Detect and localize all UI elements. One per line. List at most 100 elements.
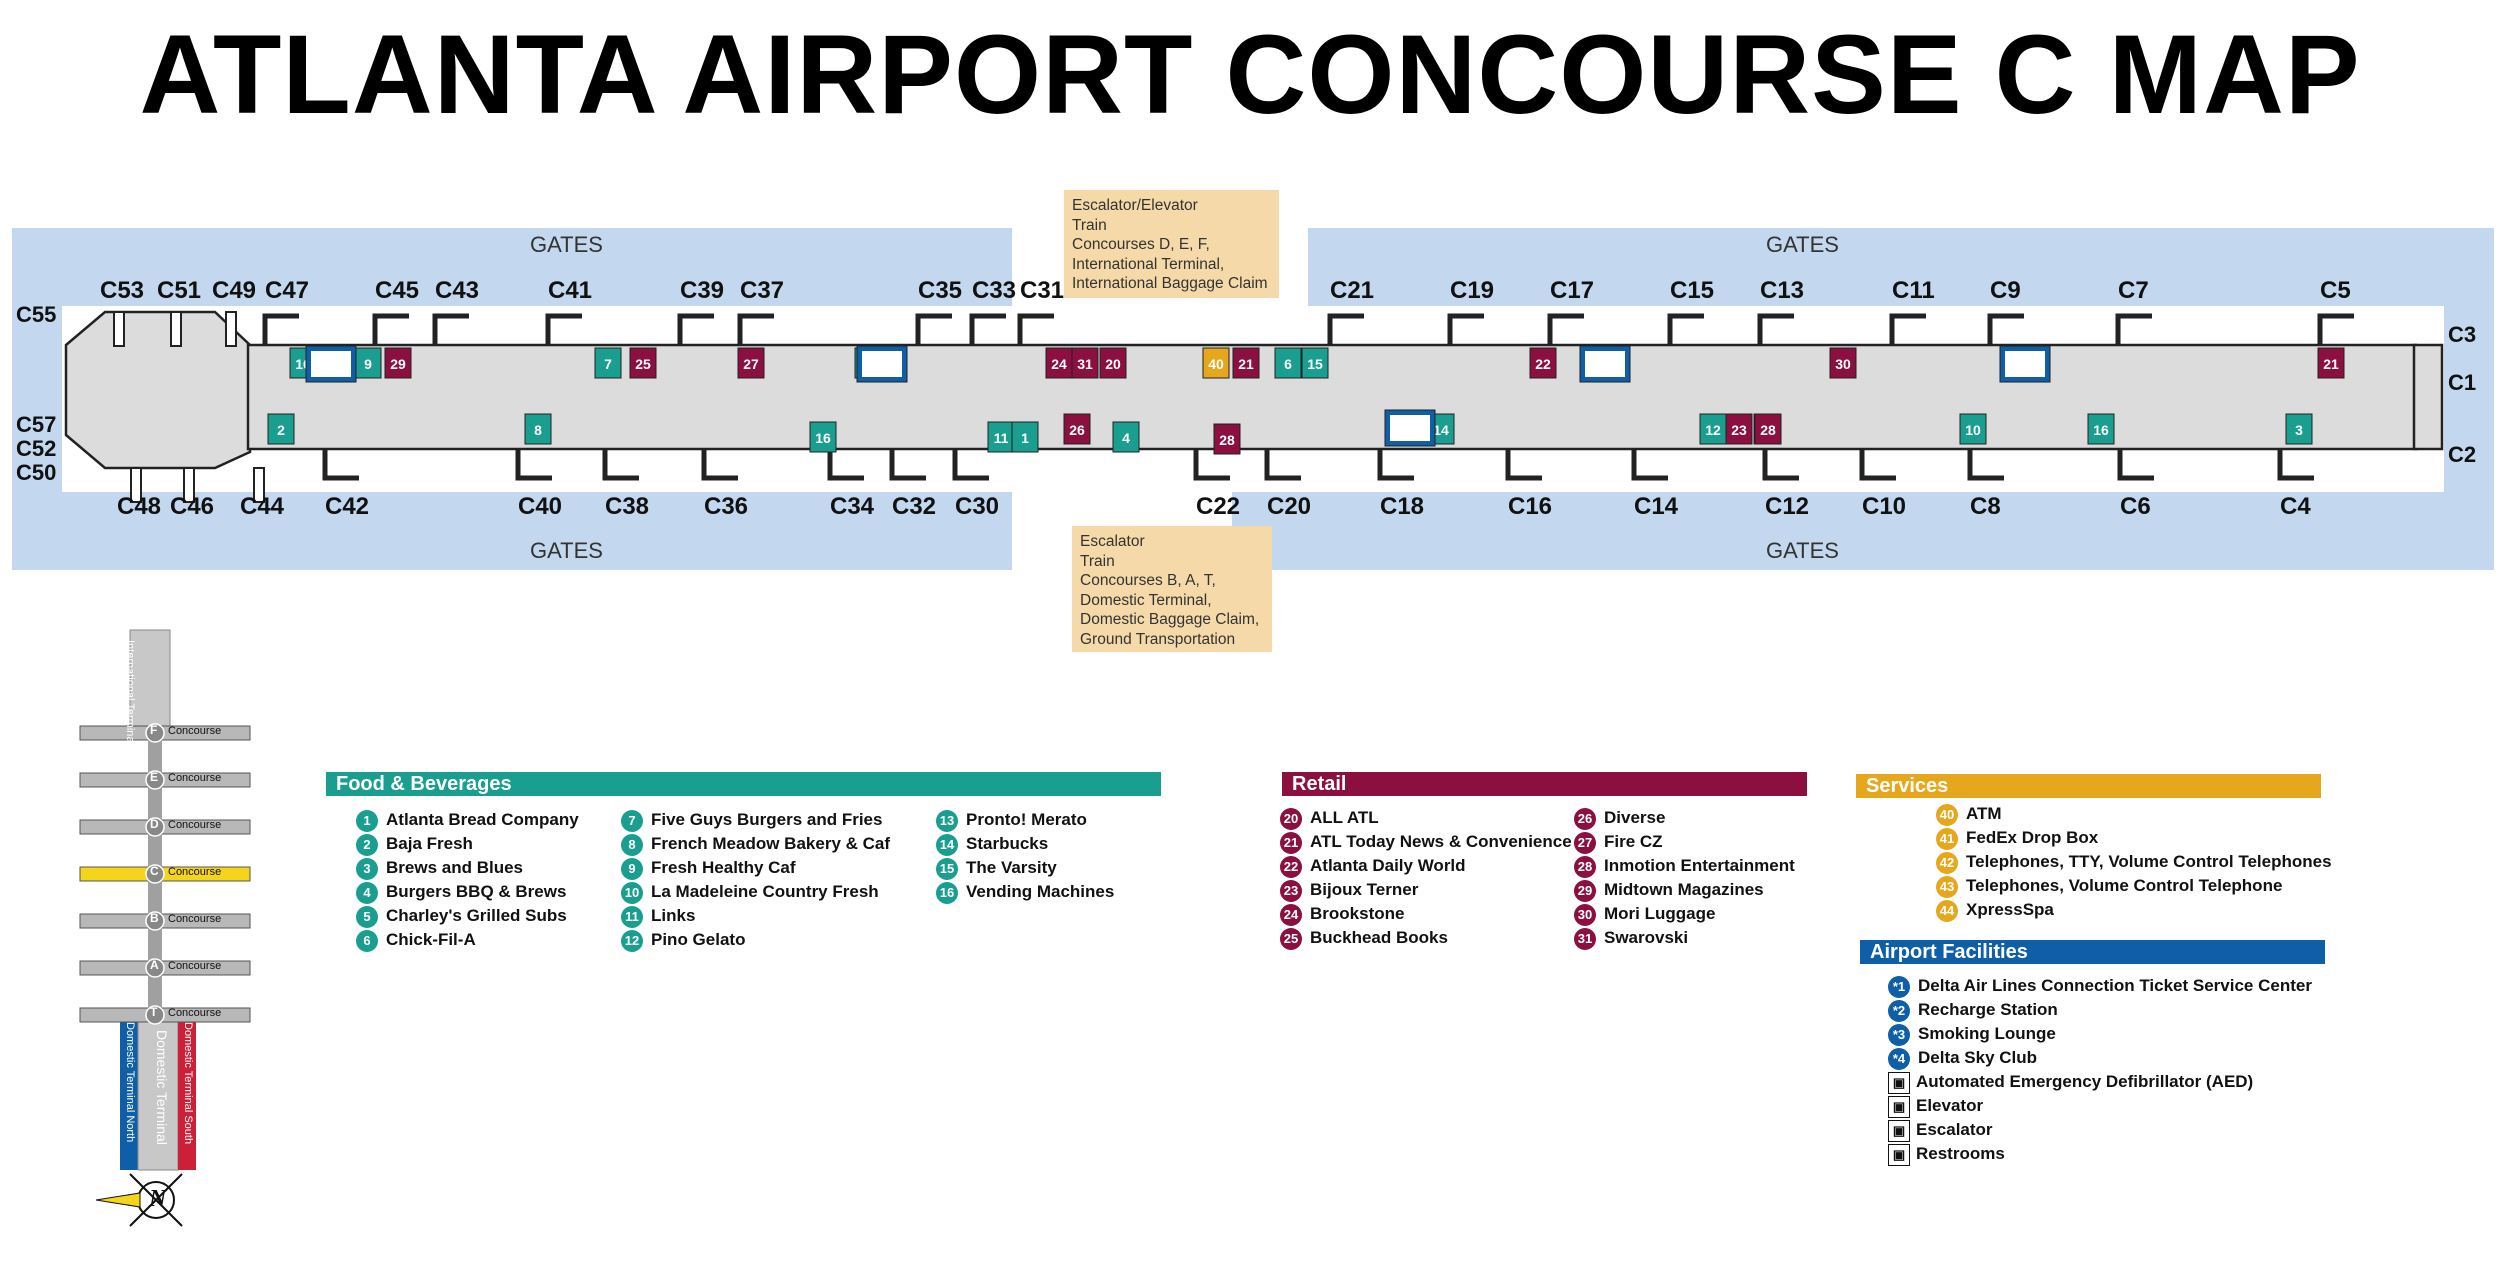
legend-item-label: Bijoux Terner [1310,880,1419,899]
legend-food-title: Food & Beverages [326,772,1161,796]
gate-c7: C7 [2118,277,2149,304]
legend-item-label: Smoking Lounge [1918,1024,2056,1043]
jetway [2277,449,2314,481]
legend-number-badge: *2 [1888,999,1910,1022]
legend-item-label: Charley's Grilled Subs [386,906,567,925]
legend-item-label: Telephones, TTY, Volume Control Telephon… [1966,852,2332,871]
legend-number-badge: 10 [621,881,643,904]
shop-marker [267,413,295,445]
legend-item-label: Pronto! Merato [966,810,1087,829]
gate-c47: C47 [265,277,310,304]
legend-item-label: Elevator [1916,1096,1984,1115]
shop-number: 9 [364,356,372,372]
shop-number: 6 [1284,356,1292,372]
legend-item-label: Midtown Magazines [1604,880,1764,899]
gate-c46: C46 [170,493,215,520]
callout-south-train: Escalator Train Concourses B, A, T, Dome… [1072,526,1272,652]
gate-c48: C48 [117,493,162,520]
legend-facilities-title: Airport Facilities [1860,940,2325,964]
legend-item-label: Starbucks [966,834,1049,853]
shop-number: 8 [534,422,542,438]
legend-item-label: Telephones, Volume Control Telephone [1966,876,2283,895]
jetway [1889,313,1926,345]
legend-retail-title: Retail [1282,772,1807,796]
gate-c1: C1 [2448,370,2477,395]
shop-number: 16 [815,430,831,446]
restroom-icon-inner [2005,351,2045,377]
jetway [915,313,952,345]
jetway [130,467,142,503]
gate-c4: C4 [2280,493,2311,520]
jetway [1762,449,1799,481]
restroom-icon-inner [311,351,351,377]
callout-line: Train [1072,216,1107,234]
legend-number-badge: 12 [621,929,643,952]
shop-number: 25 [635,356,651,372]
gate-c55: C55 [16,302,57,327]
legend-item-label: Five Guys Burgers and Fries [651,810,883,829]
mini-concourse-dot [145,723,165,743]
jetway [1447,313,1484,345]
shop-number: 11 [994,430,1009,446]
gate-c42: C42 [325,493,370,520]
legend-item-label: ALL ATL [1310,808,1379,827]
legend-number-badge: 28 [1574,855,1596,878]
legend-item-label: La Madeleine Country Fresh [651,882,879,901]
page-title: ATLANTA AIRPORT CONCOURSE C MAP [139,12,2361,137]
legend-item-label: Escalator [1916,1120,1993,1139]
legend-number-badge: 40 [1936,803,1958,826]
gate-c9: C9 [1990,277,2021,304]
legend-item-label: Chick-Fil-A [386,930,476,949]
shop-marker [1112,421,1140,453]
shop-number: 26 [1069,422,1085,438]
mini-concourse-word: Concourse [168,819,222,831]
shop-number: 23 [1731,422,1747,438]
shop-number: 10 [1965,422,1981,438]
shop-marker [354,347,382,379]
shop-number: 40 [1208,356,1224,372]
legend-number-badge: 3 [356,857,378,880]
shop-number: 4 [1122,430,1130,446]
legend-symbol-icon: ▣ [1888,1143,1910,1166]
gate-c34: C34 [830,493,875,520]
gate-c37: C37 [740,277,785,304]
shop-marker [629,347,657,379]
jetway [1193,449,1230,481]
jetway [170,311,182,347]
gate-c49: C49 [212,277,257,304]
jetway [889,449,926,481]
mini-concourse-bar [79,819,251,835]
legend-number-badge: 41 [1936,827,1958,850]
shop-marker [1725,413,1753,445]
legend-food-item: 5 Charley's Grilled Subs [356,904,567,928]
legend-number-badge: 5 [356,905,378,928]
legend-number-badge: 8 [621,833,643,856]
legend-number-badge: *1 [1888,975,1910,998]
shop-marker [2285,413,2313,445]
legend-number-badge: 22 [1280,855,1302,878]
gate-c19: C19 [1450,277,1495,304]
jetway [677,313,714,345]
mini-concourse-letter: F [150,723,158,737]
mini-concourse-word: Concourse [168,866,222,878]
callout-line: Domestic Terminal, [1080,591,1212,609]
mini-map-domestic-south-label: Domestic Terminal South [182,1022,194,1145]
mini-map [79,629,251,1227]
jetway [113,311,125,347]
legend-number-badge: *4 [1888,1047,1910,1070]
mini-map-domestic-south [178,1020,196,1170]
jetway [827,449,864,481]
compass-letter: N [149,1186,167,1212]
mini-concourse-word: Concourse [168,1007,222,1019]
gate-c17: C17 [1550,277,1595,304]
